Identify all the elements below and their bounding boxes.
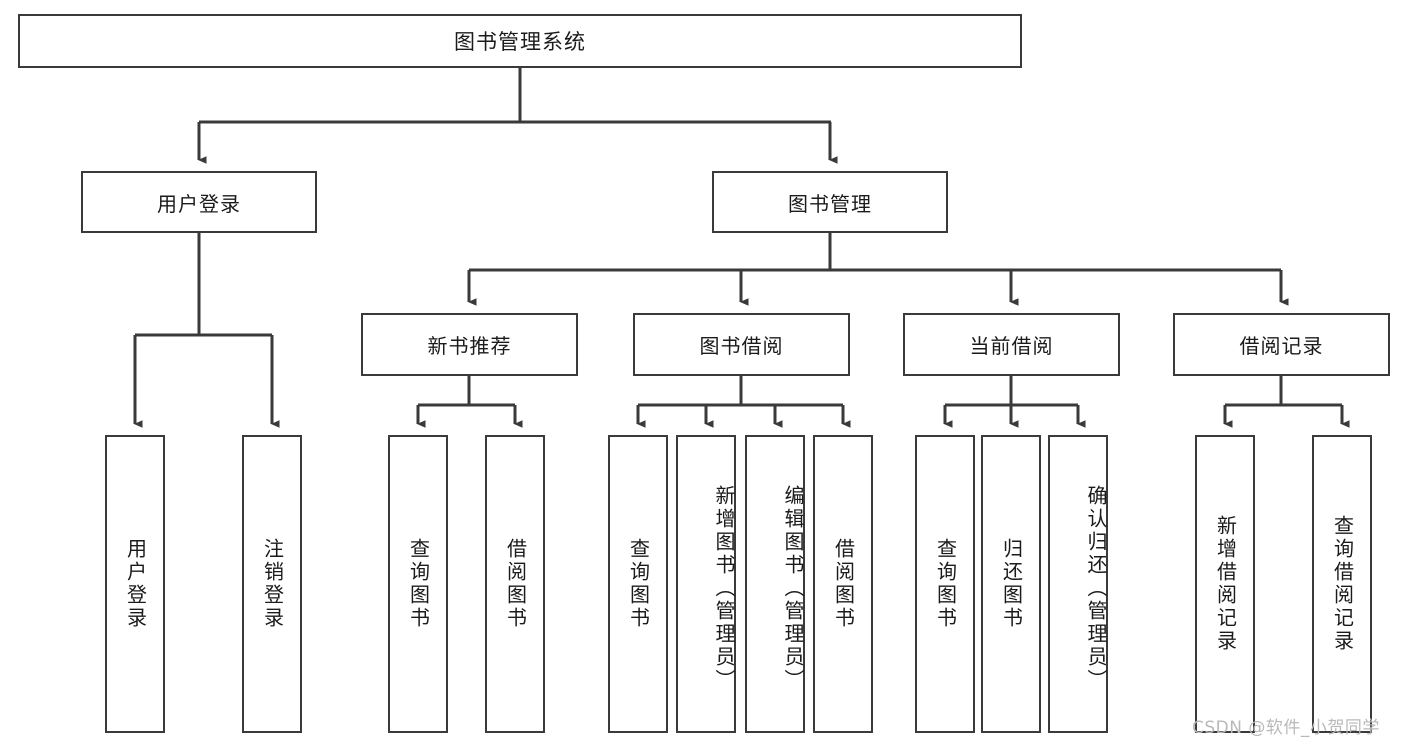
node-book-borrow[interactable]: 图书借阅 [633, 313, 850, 376]
node-leaf-confirm-return-admin[interactable]: 确认归还（管理员） [1048, 435, 1108, 733]
node-label: 图书借阅 [699, 334, 784, 358]
node-leaf-return-book[interactable]: 归还图书 [981, 435, 1041, 733]
node-leaf-user-login[interactable]: 用户登录 [105, 435, 165, 733]
node-label: 用户登录 [123, 538, 148, 630]
node-book-management-system[interactable]: 图书管理系统 [18, 14, 1022, 68]
node-user-login[interactable]: 用户登录 [81, 171, 317, 233]
node-leaf-query-borrow-record[interactable]: 查询借阅记录 [1312, 435, 1372, 733]
node-label: 注销登录 [260, 538, 285, 630]
node-label: 查询图书 [406, 538, 431, 630]
node-label: 图书管理 [788, 191, 872, 216]
node-label: 图书管理系统 [454, 30, 586, 54]
node-label: 借阅图书 [831, 538, 856, 630]
node-leaf-add-book-admin[interactable]: 新增图书（管理员） [676, 435, 736, 733]
node-leaf-user-logout[interactable]: 注销登录 [242, 435, 302, 733]
node-leaf-borrow-book-borrow[interactable]: 借阅图书 [813, 435, 873, 733]
node-label: 查询借阅记录 [1330, 515, 1355, 653]
node-label: 编辑图书（管理员） [781, 484, 805, 692]
node-label: 借阅图书 [503, 538, 528, 630]
node-label: 确认归还（管理员） [1084, 484, 1108, 692]
csdn-watermark: CSDN @软件_小贺同学 [1192, 718, 1380, 738]
node-label: 新增图书（管理员） [712, 484, 736, 692]
node-label: 当前借阅 [969, 334, 1054, 358]
node-leaf-borrow-book-recommend[interactable]: 借阅图书 [485, 435, 545, 733]
node-label: 查询图书 [626, 538, 651, 630]
node-leaf-add-borrow-record[interactable]: 新增借阅记录 [1195, 435, 1255, 733]
node-new-book-recommend[interactable]: 新书推荐 [361, 313, 578, 376]
node-label: 新增借阅记录 [1213, 515, 1238, 653]
node-leaf-query-book-recommend[interactable]: 查询图书 [388, 435, 448, 733]
node-label: 查询图书 [933, 538, 958, 630]
node-borrow-record[interactable]: 借阅记录 [1173, 313, 1390, 376]
node-label: 借阅记录 [1239, 334, 1324, 358]
node-book-management[interactable]: 图书管理 [712, 171, 948, 233]
node-current-borrow[interactable]: 当前借阅 [903, 313, 1120, 376]
node-leaf-query-book-current[interactable]: 查询图书 [915, 435, 975, 733]
node-leaf-query-book-borrow[interactable]: 查询图书 [608, 435, 668, 733]
node-label: 用户登录 [157, 191, 241, 216]
node-label: 新书推荐 [427, 334, 512, 358]
node-label: 归还图书 [999, 538, 1024, 630]
node-leaf-edit-book-admin[interactable]: 编辑图书（管理员） [745, 435, 805, 733]
